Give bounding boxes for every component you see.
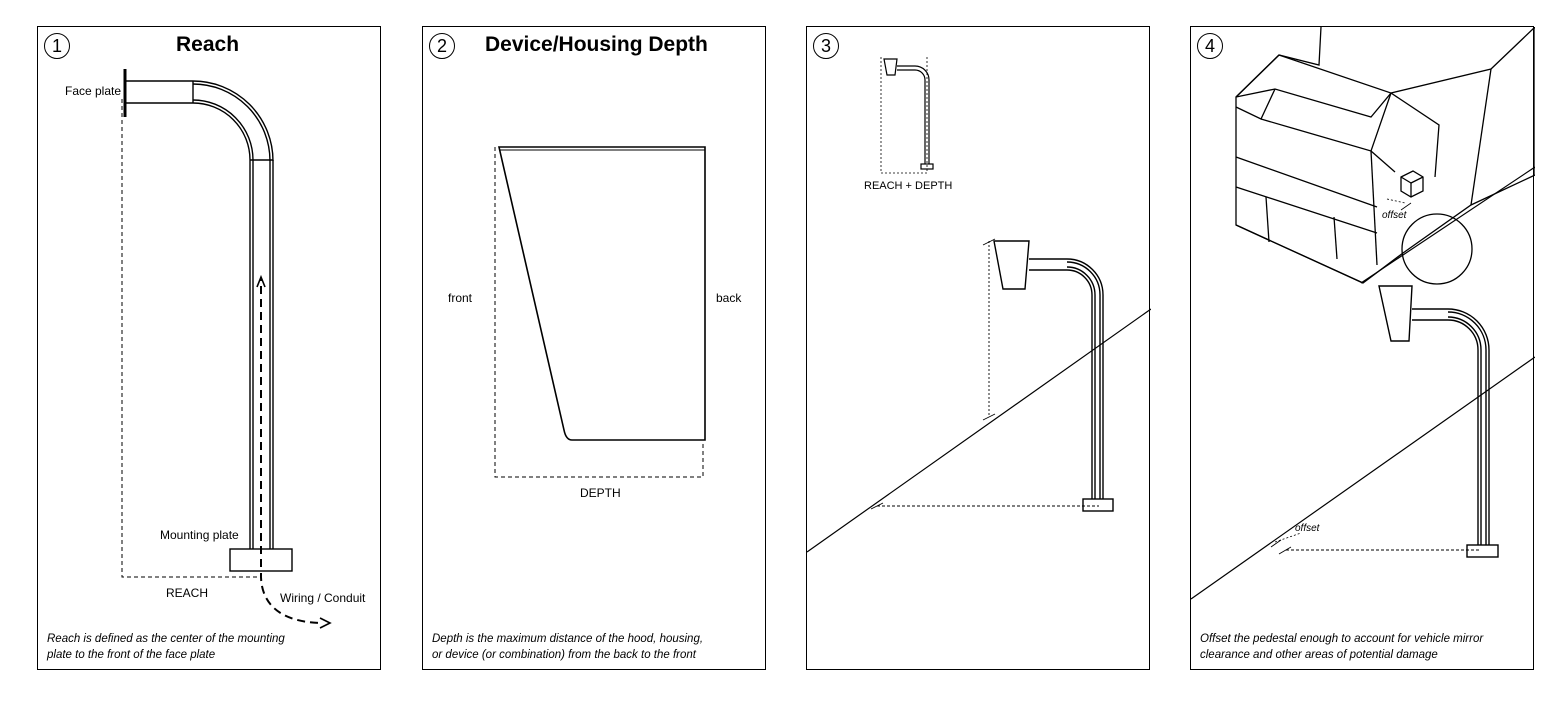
offset-label-top: offset (1382, 210, 1407, 221)
caption-line-1: Reach is defined as the center of the mo… (47, 633, 285, 645)
reach-diagram (121, 69, 332, 629)
reach-depth-label: REACH + DEPTH (864, 180, 953, 192)
pedestal-arm (126, 80, 274, 162)
panel-number: 3 (813, 33, 839, 59)
panel-combined: 3 REACH + DEPTH (806, 26, 1151, 670)
depth-dimension (494, 147, 704, 478)
caption-line-1: Offset the pedestal enough to account fo… (1200, 633, 1484, 645)
reach-dimension (121, 99, 261, 578)
caption-line-2: or device (or combination) from the back… (432, 649, 696, 661)
pedestal (1378, 285, 1499, 558)
main-pedestal (993, 240, 1114, 512)
panel-title: Device/Housing Depth (485, 33, 708, 56)
panel-offset: 4 offset offset Offset the pedestal enou… (1190, 26, 1535, 670)
caption-line-1: Depth is the maximum distance of the hoo… (432, 633, 704, 645)
caption: Offset the pedestal enough to account fo… (1200, 631, 1500, 663)
panel-number: 2 (429, 33, 455, 59)
caption: Depth is the maximum distance of the hoo… (432, 631, 732, 663)
depth-label: DEPTH (580, 486, 621, 500)
caption-line-2: plate to the front of the face plate (47, 649, 216, 661)
vehicle-icon (1235, 27, 1535, 285)
caption-line-2: clearance and other areas of potential d… (1200, 649, 1438, 661)
offset-diagram (1191, 27, 1535, 600)
panel-number: 1 (44, 33, 70, 59)
wheel (1401, 213, 1473, 285)
front-label: front (448, 291, 473, 305)
ground-line (807, 308, 1151, 553)
reach-label: REACH (166, 586, 209, 600)
back-label: back (716, 291, 742, 305)
ground-line (1191, 356, 1535, 600)
thumbnail-pedestal (880, 57, 934, 174)
combined-diagram (807, 57, 1151, 553)
housing-shape (497, 146, 706, 441)
panel-number: 4 (1197, 33, 1223, 59)
wiring-label: Wiring / Conduit (280, 591, 366, 605)
curb-line (1360, 166, 1535, 284)
mounting-plate-label: Mounting plate (160, 528, 239, 542)
panel-reach: 1 Reach Face plate Mounting plate REACH … (37, 26, 381, 670)
caption: Reach is defined as the center of the mo… (47, 631, 347, 663)
depth-diagram (494, 146, 706, 478)
offset-label-bottom: offset (1295, 523, 1320, 534)
panel-depth: 2 Device/Housing Depth front back DEPTH … (422, 26, 766, 670)
panel-title: Reach (176, 33, 240, 56)
pedestal-post (249, 160, 274, 549)
face-plate-label: Face plate (65, 84, 122, 98)
